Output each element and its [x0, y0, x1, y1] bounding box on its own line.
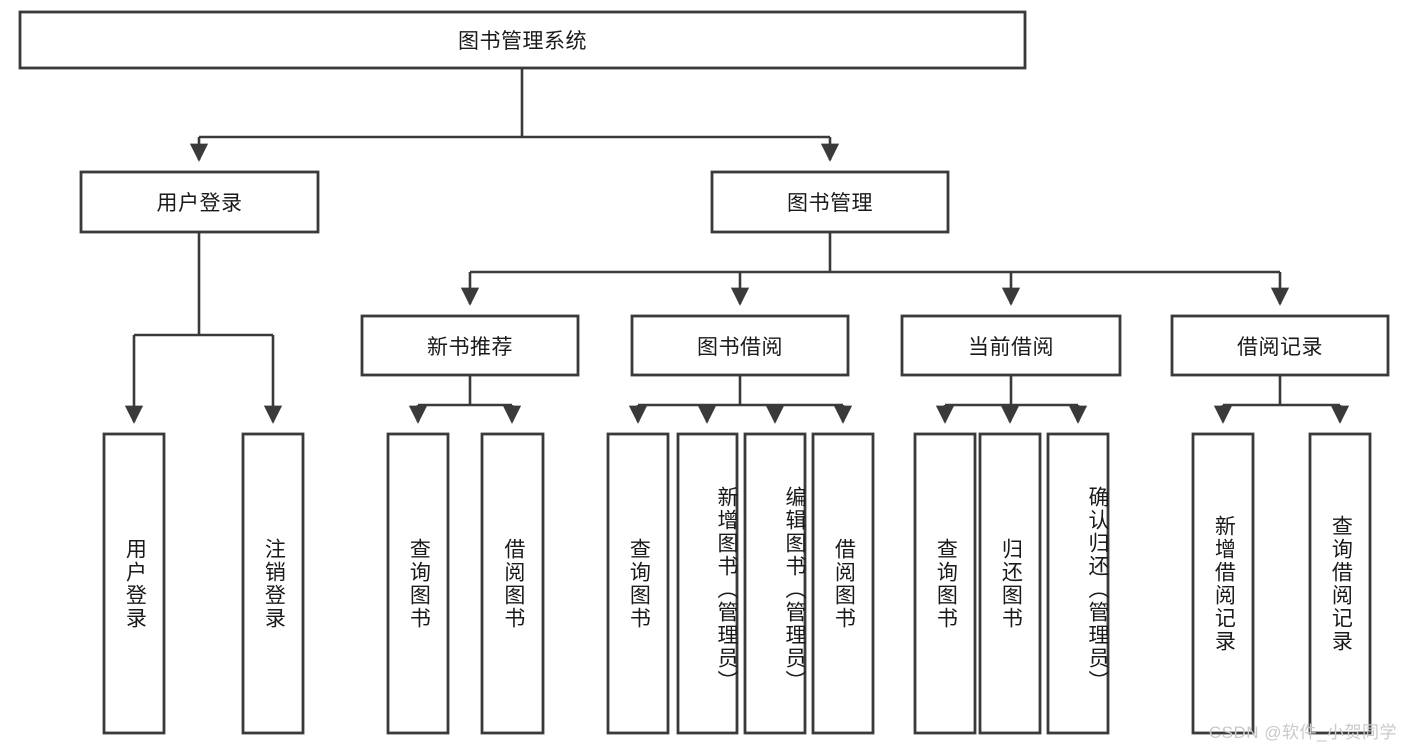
node-box-current-borrow[interactable]	[900, 314, 1122, 377]
node-box-leaf-user-login[interactable]	[102, 432, 166, 735]
node-box-leaf-user-logout[interactable]	[241, 432, 305, 735]
node-box-leaf-add-book-admin[interactable]	[676, 432, 739, 735]
node-box-new-book-recommend[interactable]	[360, 314, 580, 377]
node-box-leaf-query-book-borrow[interactable]	[606, 432, 670, 735]
node-box-leaf-confirm-return-admin[interactable]	[1046, 432, 1110, 735]
node-box-group	[18, 10, 1390, 735]
node-box-book-borrow[interactable]	[630, 314, 850, 377]
node-box-leaf-query-borrow-record[interactable]	[1308, 432, 1372, 735]
node-box-leaf-add-borrow-record[interactable]	[1191, 432, 1255, 735]
node-box-leaf-borrow-book[interactable]	[811, 432, 875, 735]
node-box-borrow-records[interactable]	[1170, 314, 1390, 377]
node-box-user-login[interactable]	[79, 170, 320, 234]
node-box-book-management[interactable]	[710, 170, 950, 234]
node-box-leaf-query-book-current[interactable]	[913, 432, 977, 735]
node-box-leaf-query-book-recommend[interactable]	[386, 432, 450, 735]
watermark-text: CSDN @软件_小贺同学	[1208, 723, 1397, 742]
node-box-leaf-borrow-book-recommend[interactable]	[480, 432, 545, 735]
node-box-leaf-edit-book-admin[interactable]	[743, 432, 807, 735]
connector-group	[124, 68, 1350, 424]
node-box-leaf-return-book[interactable]	[978, 432, 1042, 735]
node-box-root[interactable]	[18, 10, 1027, 70]
